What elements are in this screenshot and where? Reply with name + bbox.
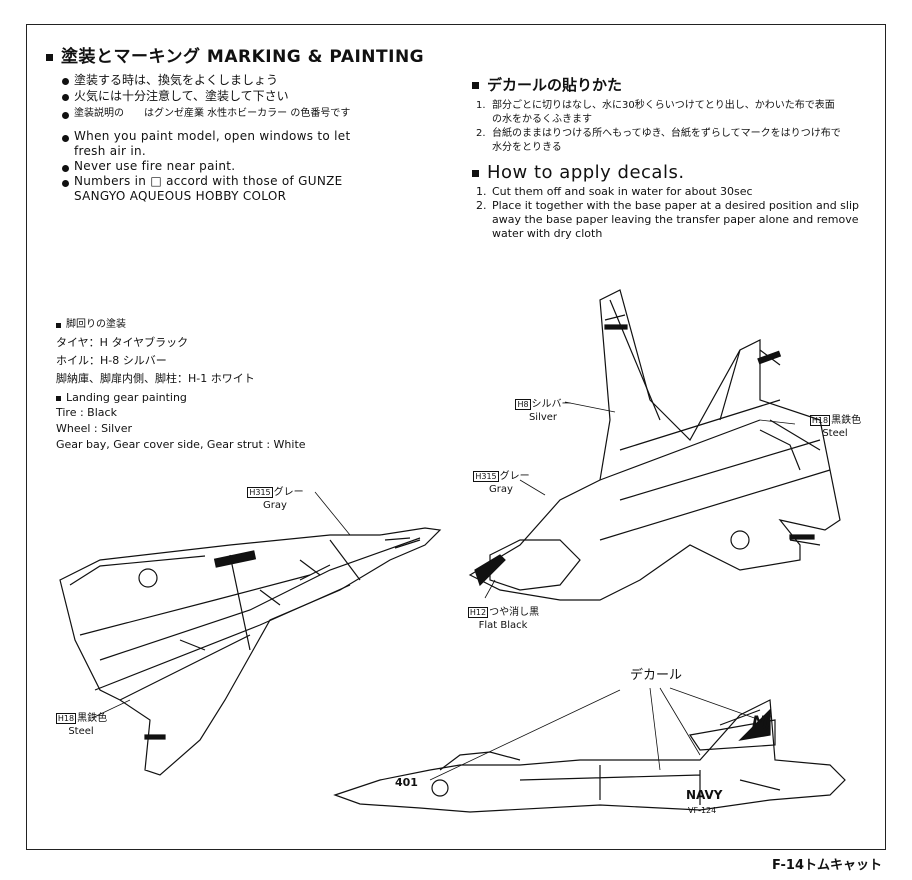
note-en-1: When you paint model, open windows to le… [62,129,366,159]
note-jp-2: 火気には十分注意して、塗装して下さい [62,88,372,104]
decal-en-title: How to apply decals. [472,162,872,183]
bottom-view-aircraft [59,527,442,776]
decal-en-step-1: 1.Cut them off and soak in water for abo… [476,185,753,198]
en-notes: When you paint model, open windows to le… [62,129,372,204]
square-bullet-icon [472,82,479,89]
square-bullet-icon [472,169,479,177]
side-view-aircraft [333,699,846,813]
square-bullet-icon [46,53,53,61]
note-en-3: Numbers in □ accord with those of GUNZE … [62,174,366,204]
gear-jp-line-3: 脚納庫、脚扉内側、脚柱：H-1 ホワイト [56,372,255,385]
note-jp-1: 塗装する時は、換気をよくしましょう [62,72,372,88]
tail-code: NJ [752,712,772,731]
decal-jp-title: デカールの貼りかた [472,74,862,95]
navy-marking: NAVY [686,788,723,802]
gear-en-line-3: Gear bay, Gear cover side, Gear strut : … [56,438,306,451]
landing-gear-en-title: Landing gear painting [56,391,356,405]
section-title: 塗装とマーキング MARKING & PAINTING [46,42,424,67]
callout-decal: デカール [630,668,683,683]
squadron-marking: VF-124 [688,806,717,815]
decal-jp-step-2: 2.台紙のままはりつける所へもってゆき、台紙をずらしてマークをはりつけ布で水分を… [476,128,841,153]
note-jp-3: 塗装説明の はグンゼ産業 水性ホビーカラー の色番号です [62,107,372,121]
landing-gear-notes: 脚回りの塗装 タイヤ：H タイヤブラック ホイル：H-8 シルバー 脚納庫、脚扉… [56,318,356,453]
landing-gear-en-lines: Tire : Black Wheel : Silver Gear bay, Ge… [56,405,356,453]
top-view-aircraft [468,289,841,601]
jp-notes: 塗装する時は、換気をよくしましょう 火気には十分注意して、塗装して下さい 塗装説… [62,72,372,121]
landing-gear-jp-lines: タイヤ：H タイヤブラック ホイル：H-8 シルバー 脚納庫、脚扉内側、脚柱：H… [56,334,356,388]
landing-gear-jp-title: 脚回りの塗装 [56,318,356,332]
gear-en-line-2: Wheel : Silver [56,422,133,435]
callout-leaders [91,401,796,781]
note-en-2: Never use fire near paint. [62,159,372,174]
decal-jp-steps: 1.部分ごとに切りはなし、水に30秒くらいつけてとり出し、かわいた布で表面の水を… [472,99,862,155]
decal-jp-section: デカールの貼りかた 1.部分ごとに切りはなし、水に30秒くらいつけてとり出し、か… [472,74,862,155]
model-name: F-14トムキャット [772,858,882,873]
decal-en-steps: 1.Cut them off and soak in water for abo… [472,185,872,241]
gear-jp-line-1: タイヤ：H タイヤブラック [56,336,189,349]
painting-notes: 塗装する時は、換気をよくしましょう 火気には十分注意して、塗装して下さい 塗装説… [62,72,372,204]
gear-en-line-1: Tire : Black [56,406,117,419]
decal-jp-step-1: 1.部分ごとに切りはなし、水に30秒くらいつけてとり出し、かわいた布で表面の水を… [476,100,835,125]
gear-jp-line-2: ホイル：H-8 シルバー [56,354,167,367]
instruction-frame [26,24,886,850]
decal-en-step-2: 2.Place it together with the base paper … [476,199,860,240]
nose-number: 401 [395,776,418,789]
decal-en-section: How to apply decals. 1.Cut them off and … [472,162,872,241]
